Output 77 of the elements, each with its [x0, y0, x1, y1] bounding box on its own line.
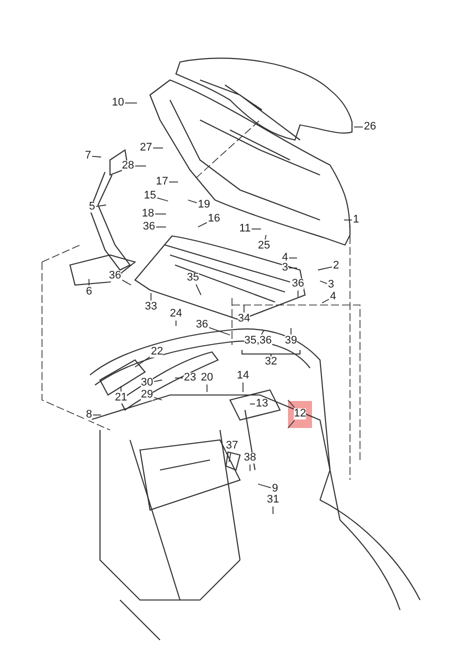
leader-line [196, 284, 202, 296]
leader-line [258, 484, 272, 488]
callout-number: 6 [86, 286, 92, 298]
callout-number: 35 [186, 272, 200, 284]
callout-number: 36 [292, 278, 304, 290]
callout-number: 20 [200, 372, 214, 384]
leader-line [322, 298, 330, 304]
callout-number: 25 [258, 240, 270, 252]
leader-line [272, 506, 274, 514]
callout-number: 18 [142, 208, 154, 220]
leader-line [354, 126, 364, 128]
callout-number: 9 [272, 484, 278, 494]
leader-line [134, 356, 150, 368]
leader-line [242, 382, 244, 392]
callout-number: 34 [238, 314, 250, 324]
leader-line [156, 198, 168, 202]
callout-number: 36 [108, 270, 122, 282]
leader-line [251, 228, 262, 230]
leader-line [92, 156, 102, 158]
callout-number: 36 [196, 320, 208, 330]
callout-number: 10 [112, 98, 124, 108]
leader-line [122, 280, 132, 286]
leader-line [264, 234, 266, 240]
callout-number: 35,36 [244, 336, 272, 346]
callout-number: 26 [364, 122, 376, 132]
callout-number: 5 [88, 202, 96, 212]
leader-line [318, 266, 332, 270]
leader-line [124, 102, 138, 104]
callout-number: 4 [330, 292, 336, 302]
leader-line [154, 380, 162, 382]
leader-line [290, 328, 292, 335]
callout-number: 19 [198, 200, 210, 210]
callout-number: 27 [140, 142, 152, 154]
callout-number: 30 [140, 378, 154, 388]
callout-number: 38 [244, 452, 256, 464]
callout-number: 15 [144, 190, 156, 202]
callout-number: 22 [150, 346, 164, 358]
callout-number: 3 [328, 280, 334, 290]
callout-number: 31 [266, 494, 280, 506]
leader-line [288, 420, 295, 428]
leader-line [228, 452, 232, 462]
callout-number: 16 [208, 214, 220, 224]
callout-number: 29 [140, 390, 154, 400]
callout-number: 14 [236, 370, 250, 382]
callout-number: 12 [294, 408, 306, 420]
leader-line [154, 396, 162, 400]
leader-line [120, 386, 122, 392]
leader-line [156, 226, 166, 228]
leader-line [198, 222, 208, 228]
callout-number: 23 [184, 372, 196, 384]
leader-line [261, 330, 264, 335]
callout-number: 1 [352, 214, 360, 226]
leader-line [88, 278, 90, 286]
callout-number: 2 [332, 260, 340, 272]
callout-number: 39 [284, 336, 298, 346]
callout-number: 7 [84, 150, 92, 162]
callout-number: 37 [226, 440, 238, 452]
callout-number: 13 [256, 398, 268, 410]
callout-number: 17 [156, 176, 168, 188]
callout-number: 24 [170, 308, 182, 320]
callout-number: 4 [282, 252, 288, 264]
leader-line [206, 384, 208, 392]
leader-line [150, 292, 152, 301]
callout-number: 33 [144, 302, 158, 312]
callout-number: 32 [264, 356, 278, 368]
callout-number: 11 [239, 224, 251, 234]
leader-line [320, 280, 328, 284]
callout-number: 3 [282, 262, 288, 274]
leader-line [288, 400, 295, 408]
leader-line [96, 204, 106, 207]
callout-number: 21 [114, 392, 128, 404]
callout-number: 8 [86, 410, 92, 420]
leader-line [188, 200, 198, 204]
callout-number: 28 [122, 160, 134, 172]
leader-line [208, 327, 230, 336]
callout-number: 36 [142, 222, 156, 232]
leader-line [92, 414, 102, 416]
